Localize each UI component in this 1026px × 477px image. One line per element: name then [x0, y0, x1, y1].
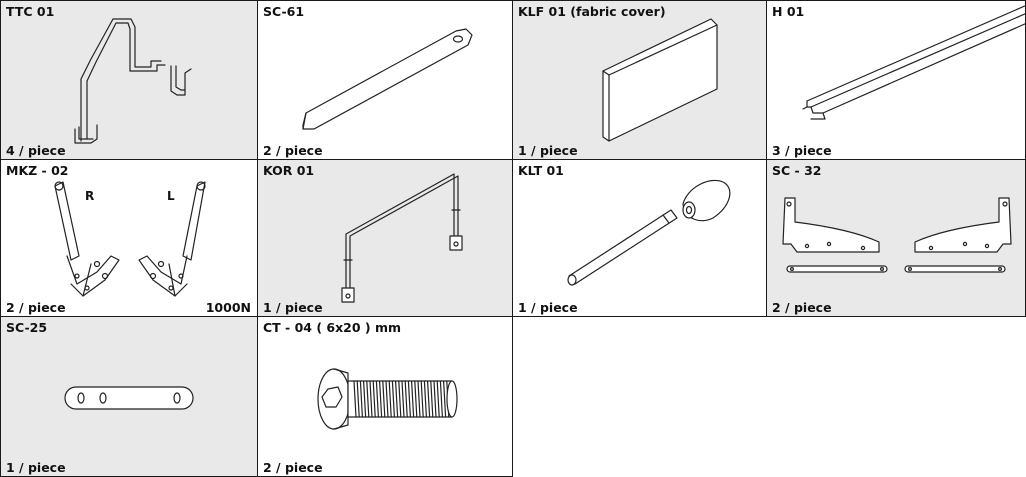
- part-quantity: 2 / piece: [6, 300, 66, 315]
- gas-piston-mechanism-icon: R L: [54, 181, 206, 297]
- part-quantity: 1 / piece: [263, 300, 323, 315]
- part-code: SC - 32: [772, 163, 822, 178]
- mechanism-side-label: L: [167, 189, 175, 203]
- part-code: CT - 04 ( 6x20 ) mm: [263, 320, 402, 335]
- part-code: SC-61: [263, 4, 305, 19]
- part-cell-sc61: SC-61 2 / piece: [257, 0, 513, 160]
- hex-screw-icon: [317, 368, 458, 430]
- flat-bar-icon: [302, 28, 473, 130]
- part-cell-ttc01: TTC 01 4 / piece: [0, 0, 258, 160]
- force-rating: 1000N: [205, 300, 251, 315]
- hanger-bracket-icon: [74, 18, 192, 144]
- part-quantity: 1 / piece: [518, 300, 578, 315]
- part-code: KOR 01: [263, 163, 315, 178]
- part-cell-sc32: SC - 32 2 / piece: [766, 159, 1026, 317]
- part-cell-klt01: KLT 01 1 / piece: [512, 159, 767, 317]
- part-code: KLF 01 (fabric cover): [518, 4, 666, 19]
- part-quantity: 2 / piece: [772, 300, 832, 315]
- part-code: KLT 01: [518, 163, 564, 178]
- part-code: MKZ - 02: [6, 163, 69, 178]
- frame-bar-icon: [341, 173, 463, 303]
- mechanism-side-label: R: [85, 189, 94, 203]
- part-cell-klf01: KLF 01 (fabric cover) 1 / piece: [512, 0, 767, 160]
- part-quantity: 2 / piece: [263, 460, 323, 475]
- part-cell-sc25: SC-25 1 / piece: [0, 316, 258, 477]
- fabric-panel-icon: [602, 18, 718, 142]
- part-cell-ct04: CT - 04 ( 6x20 ) mm 2 / piece: [257, 316, 513, 477]
- part-quantity: 1 / piece: [6, 460, 66, 475]
- handle-rod-icon: [567, 179, 731, 286]
- rail-profile-icon: [802, 5, 1025, 120]
- part-cell-mkz02: R L MKZ - 02 2 / piece 1000N: [0, 159, 258, 317]
- part-quantity: 1 / piece: [518, 143, 578, 158]
- part-cell-kor01: KOR 01 1 / piece: [257, 159, 513, 317]
- part-code: TTC 01: [6, 4, 55, 19]
- slotted-link-icon: [64, 386, 194, 410]
- part-quantity: 3 / piece: [772, 143, 832, 158]
- part-quantity: 2 / piece: [263, 143, 323, 158]
- part-code: H 01: [772, 4, 805, 19]
- bracket-plates-icon: [782, 197, 1012, 273]
- part-quantity: 4 / piece: [6, 143, 66, 158]
- part-cell-h01: H 01 3 / piece: [766, 0, 1026, 160]
- part-code: SC-25: [6, 320, 48, 335]
